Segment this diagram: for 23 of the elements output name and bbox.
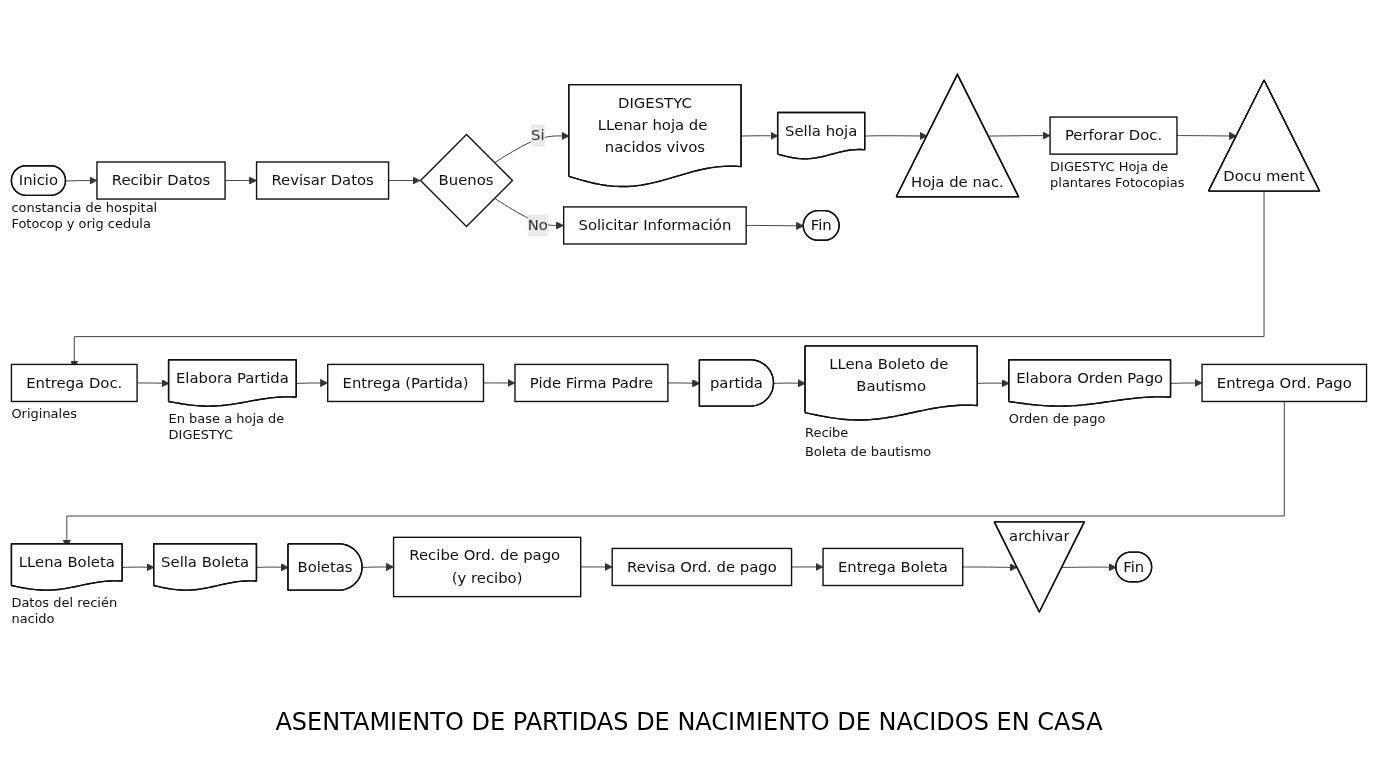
- node-box: Revisar Datos: [255, 161, 390, 200]
- node-box: Pide Firma Padre: [514, 363, 669, 403]
- node-note: Datos del recién nacido: [11, 594, 118, 626]
- edge-label: No: [527, 216, 548, 234]
- node-note: Originales: [11, 406, 77, 422]
- node-box: Recibir Datos: [96, 161, 226, 200]
- node-box: Recibe Ord. de pago (y recibo): [392, 536, 582, 598]
- node-box: Entrega Boleta: [822, 547, 964, 587]
- diagram-title: ASENTAMIENTO DE PARTIDAS DE NACIMIENTO DE NACIDOS EN CASA: [274, 708, 1104, 736]
- node-note: En base a hoja de DIGESTYC: [168, 410, 285, 442]
- node-box: Entrega Doc.: [10, 363, 138, 403]
- node-note: Recibe: [805, 424, 849, 440]
- node-note: DIGESTYC Hoja de plantares Fotocopias: [1050, 158, 1185, 190]
- node-note: constancia de hospital Fotocop y orig cedula: [11, 200, 158, 231]
- node-box: Entrega (Partida): [327, 363, 485, 403]
- edge-label: Si: [531, 126, 545, 145]
- node-box: Entrega Ord. Pago: [1201, 363, 1368, 403]
- node-box: Revisa Ord. de pago: [611, 547, 793, 587]
- node-note: Orden de pago: [1008, 410, 1106, 426]
- node-diamond: Buenos: [419, 133, 514, 228]
- node-box: Solicitar Información: [563, 206, 747, 245]
- node-note: Boleta de bautismo: [805, 444, 932, 460]
- node-box: Perforar Doc.: [1049, 116, 1178, 155]
